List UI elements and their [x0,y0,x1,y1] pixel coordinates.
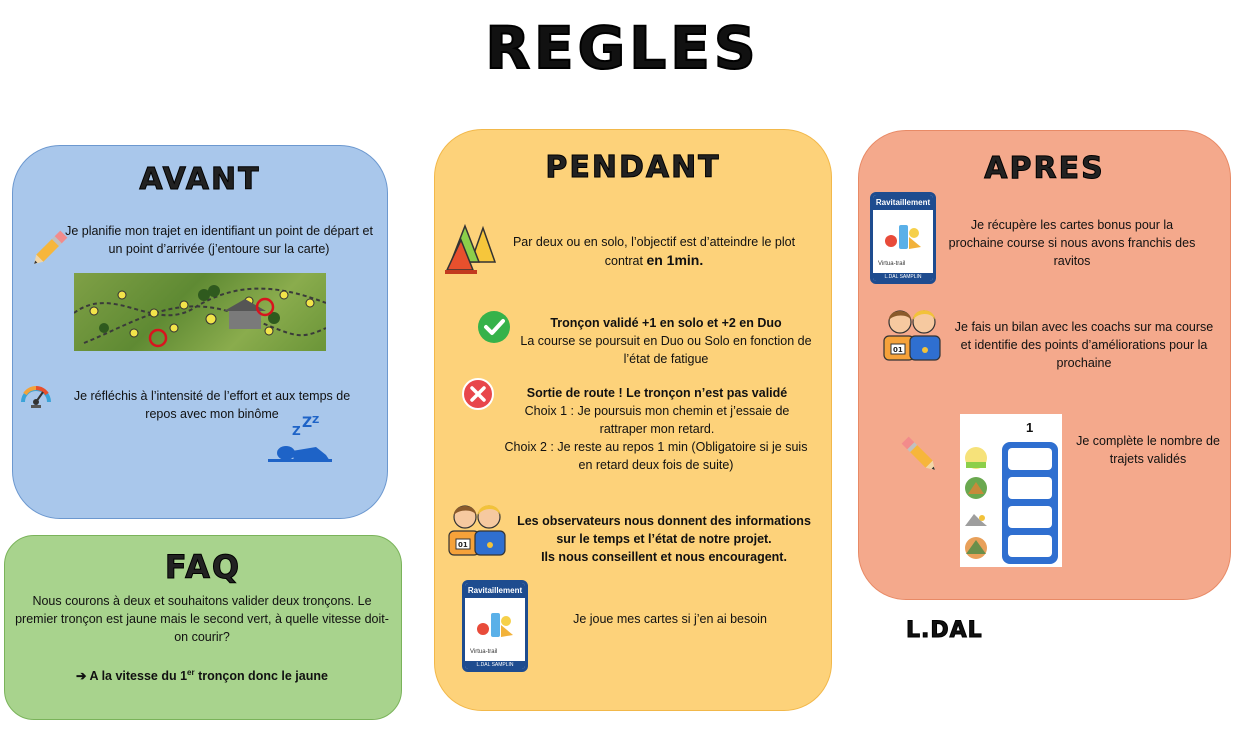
pendant-valid-text: La course se poursuit en Duo ou Solo en … [520,334,812,366]
arrow-right-icon: ➔ [76,669,90,684]
pendant-valid-title: Tronçon validé +1 en solo et +2 en Duo [550,316,782,330]
svg-text:01: 01 [893,346,903,354]
cross-icon [462,378,494,410]
card-label-apres: Virtua-trail [878,261,906,267]
card-footer-apres: L.DAL SAMPLIN [873,273,933,281]
apres-text-review: Je fais un bilan avec les coachs sur ma … [954,320,1214,370]
faq-answer: ➔ A la vitesse du 1er tronçon donc le ja… [14,664,390,685]
ravitaillement-card: Ravitaillement Virtua-trail L.DAL SAMPLI… [462,580,528,672]
pendant-objective-time: en 1min. [646,252,704,268]
apres-text-complete: Je complète le nombre de trajets validés [1076,434,1220,466]
faq-question: Nous courons à deux et souhaitons valide… [15,594,389,644]
avant-text-effort: Je réfléchis à l’intensité de l’effort e… [73,389,351,421]
pendant-cards-text: Je joue mes cartes si j’en ai besoin [573,612,767,626]
coaches-icon-apres: 01 [883,310,941,361]
pendant-objective: Par deux ou en solo, l’objectif est d’at… [502,233,806,270]
coaches-icon: 01 [448,505,506,556]
pendant-objective-text: Par deux ou en solo, l’objectif est d’at… [512,235,796,268]
pendant-observers-line3: Ils nous conseillent et nous encouragent… [541,550,787,564]
trajet-tracker: 1 [960,414,1062,567]
food-icon [885,225,921,249]
apres-title: APRES [984,151,1105,187]
svg-text:01: 01 [458,541,468,549]
pendant-observers-line1: Les observateurs nous donnent des inform… [517,514,811,528]
card-footer: L.DAL SAMPLIN [465,661,525,669]
svg-text:Z: Z [312,415,319,426]
faq-answer-prefix: A la vitesse du 1 [89,669,188,684]
apres-text-cards: Je récupère les cartes bonus pour la pro… [948,218,1196,268]
page-title: REGLES [484,13,760,83]
ravitaillement-card-apres: Ravitaillement Virtua-trail L.DAL SAMPLI… [870,192,936,284]
svg-text:Z: Z [302,415,312,431]
pendant-fail-title: Sortie de route ! Le tronçon n’est pas v… [526,386,788,400]
faq-panel: FAQ [4,535,402,720]
cones-icon [445,223,497,274]
card-label: Virtua-trail [470,649,498,655]
trail-map-image [74,273,326,351]
author-signature: L.DAL [906,618,983,644]
pendant-observers-line2: sur le temps et l’état de notre projet. [556,532,772,546]
intensity-gauge-icon [21,385,51,408]
pencil-icon-apres [901,436,935,470]
tracker-number: 1 [1026,420,1034,435]
faq-answer-suffix: tronçon donc le jaune [194,669,328,684]
avant-text-plan: Je planifie mon trajet en identifiant un… [65,224,373,256]
avant-title: AVANT [139,162,261,198]
pencil-icon [34,230,68,264]
pendant-title: PENDANT [545,150,721,186]
pendant-fail-choice1: Choix 1 : Je poursuis mon chemin et j’es… [524,404,790,436]
card-header-apres: Ravitaillement [873,195,933,210]
card-header: Ravitaillement [465,583,525,598]
food-icon [477,613,513,637]
tracker-graphic [965,442,1058,564]
svg-text:Z: Z [292,424,301,438]
sleeping-person-icon: Z Z Z [268,415,332,462]
faq-title: FAQ [164,548,242,587]
pendant-fail-choice2: Choix 2 : Je reste au repos 1 min (Oblig… [504,440,808,472]
faq-answer-sup: er [187,668,195,677]
checkmark-icon [478,311,510,343]
